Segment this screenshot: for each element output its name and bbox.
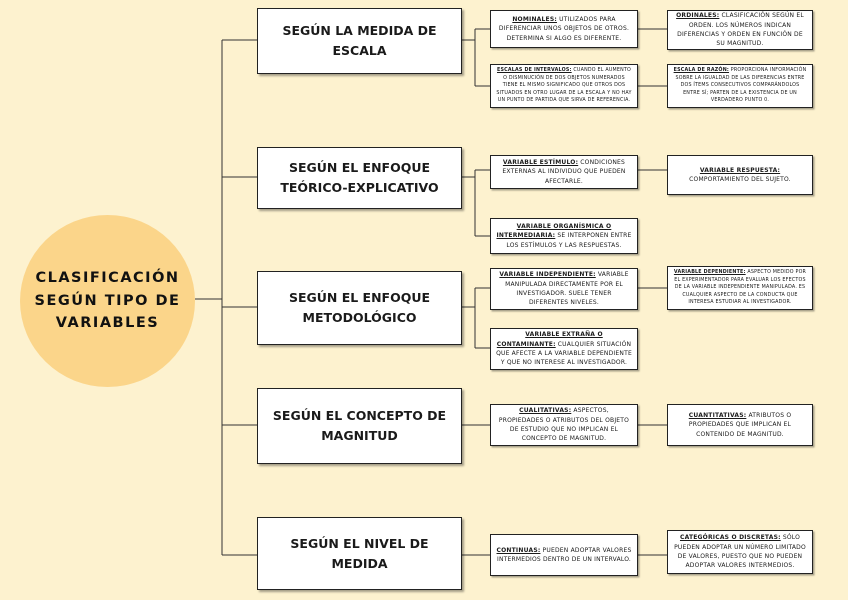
node-text: SÓLO PUEDEN ADOPTAR UN NÚMERO LIMITADO D…	[674, 534, 806, 570]
node-estimulo: VARIABLE ESTÍMULO: CONDICIONES EXTERNAS …	[490, 155, 638, 189]
node-term: ORDINALES:	[676, 12, 720, 20]
category-teorico-explicativo: SEGÚN EL ENFOQUE TEÓRICO-EXPLICATIVO	[257, 147, 462, 209]
category-title: SEGÚN LA MEDIDA DE ESCALA	[282, 23, 437, 58]
node-term: ESCALAS DE INTERVALOS:	[496, 68, 572, 74]
node-text: CLASIFICACIÓN SEGÚN EL ORDEN. LOS NÚMERO…	[677, 12, 804, 48]
root-node: CLASIFICACIÓN SEGÚN TIPO DE VARIABLES	[20, 215, 195, 387]
node-continuas: CONTINUAS: PUEDEN ADOPTAR VALORES INTERM…	[490, 534, 638, 576]
node-independiente: VARIABLE INDEPENDIENTE: VARIABLE MANIPUL…	[490, 268, 638, 310]
node-razon: ESCALA DE RAZÓN: PROPORCIONA INFORMACIÓN…	[667, 64, 813, 108]
node-term: ESCALA DE RAZÓN:	[673, 68, 730, 74]
node-nominales: NOMINALES: UTILIZADOS PARA DIFERENCIAR U…	[490, 10, 638, 48]
category-title: SEGÚN EL ENFOQUE METODOLÓGICO	[288, 290, 431, 325]
node-text: COMPORTAMIENTO DEL SUJETO.	[689, 176, 791, 183]
node-intervalos: ESCALAS DE INTERVALOS: CUANDO EL AUMENTO…	[490, 64, 638, 108]
node-term: CUANTITATIVAS:	[688, 412, 747, 420]
node-text: CONDICIONES EXTERNAS AL INDIVIDUO QUE PU…	[502, 159, 626, 185]
node-cualitativas: CUALITATIVAS: ASPECTOS, PROPIEDADES O AT…	[490, 404, 638, 446]
node-text: ASPECTO MEDIDO POR EL EXPERIMENTADOR PAR…	[674, 270, 807, 306]
node-term: VARIABLE DEPENDIENTE:	[673, 270, 746, 276]
node-term: VARIABLE RESPUESTA:	[699, 166, 781, 174]
node-term: VARIABLE INDEPENDIENTE:	[499, 271, 596, 279]
node-text: SE INTERPONEN ENTRE LOS ESTÍMULOS Y LAS …	[506, 232, 632, 249]
category-title: SEGÚN EL NIVEL DE MEDIDA	[290, 535, 429, 571]
node-cuantitativas: CUANTITATIVAS: ATRIBUTOS O PROPIEDADES Q…	[667, 404, 813, 446]
node-term: CUALITATIVAS:	[519, 407, 572, 415]
node-term: NOMINALES:	[512, 16, 557, 24]
node-discretas: CATEGÓRICAS O DISCRETAS: SÓLO PUEDEN ADO…	[667, 530, 813, 574]
node-dependiente: VARIABLE DEPENDIENTE: ASPECTO MEDIDO POR…	[667, 266, 813, 310]
category-title: SEGÚN EL ENFOQUE TEÓRICO-EXPLICATIVO	[280, 160, 439, 195]
category-magnitud: SEGÚN EL CONCEPTO DE MAGNITUD	[257, 388, 462, 464]
category-escala: SEGÚN LA MEDIDA DE ESCALA	[257, 8, 462, 74]
node-ordinales: ORDINALES: CLASIFICACIÓN SEGÚN EL ORDEN.…	[667, 10, 813, 50]
node-text: VARIABLE MANIPULADA DIRECTAMENTE POR EL …	[505, 271, 629, 307]
node-term: VARIABLE ORGANÍSMICA O INTERMEDIARIA:	[496, 223, 612, 240]
node-organismica: VARIABLE ORGANÍSMICA O INTERMEDIARIA: SE…	[490, 218, 638, 254]
node-term: VARIABLE EXTRAÑA O CONTAMINANTE:	[496, 331, 603, 348]
node-text: PROPORCIONA INFORMACIÓN SOBRE LA IGUALDA…	[675, 68, 807, 104]
node-term: CONTINUAS:	[496, 546, 541, 554]
category-nivel-medida: SEGÚN EL NIVEL DE MEDIDA	[257, 517, 462, 590]
node-text: UTILIZADOS PARA DIFERENCIAR UNOS OBJETOS…	[498, 16, 630, 42]
node-text: PUEDEN ADOPTAR VALORES INTERMEDIOS DENTR…	[496, 546, 632, 563]
category-metodologico: SEGÚN EL ENFOQUE METODOLÓGICO	[257, 271, 462, 345]
node-term: CATEGÓRICAS O DISCRETAS:	[679, 534, 781, 542]
node-text: CUALQUIER SITUACIÓN QUE AFECTE A LA VARI…	[496, 340, 632, 367]
root-title: CLASIFICACIÓN SEGÚN TIPO DE VARIABLES	[34, 270, 181, 332]
node-text: CUANDO EL AUMENTO O DISMINUCIÓN DE DOS O…	[496, 68, 632, 104]
node-respuesta: VARIABLE RESPUESTA: COMPORTAMIENTO DEL S…	[667, 155, 813, 195]
node-text: ASPECTOS, PROPIEDADES O ATRIBUTOS DEL OB…	[498, 407, 630, 443]
node-term: VARIABLE ESTÍMULO:	[502, 159, 579, 167]
category-title: SEGÚN EL CONCEPTO DE MAGNITUD	[272, 408, 447, 443]
node-text: ATRIBUTOS O PROPIEDADES QUE IMPLICAN EL …	[688, 412, 792, 438]
node-extrana: VARIABLE EXTRAÑA O CONTAMINANTE: CUALQUI…	[490, 328, 638, 370]
